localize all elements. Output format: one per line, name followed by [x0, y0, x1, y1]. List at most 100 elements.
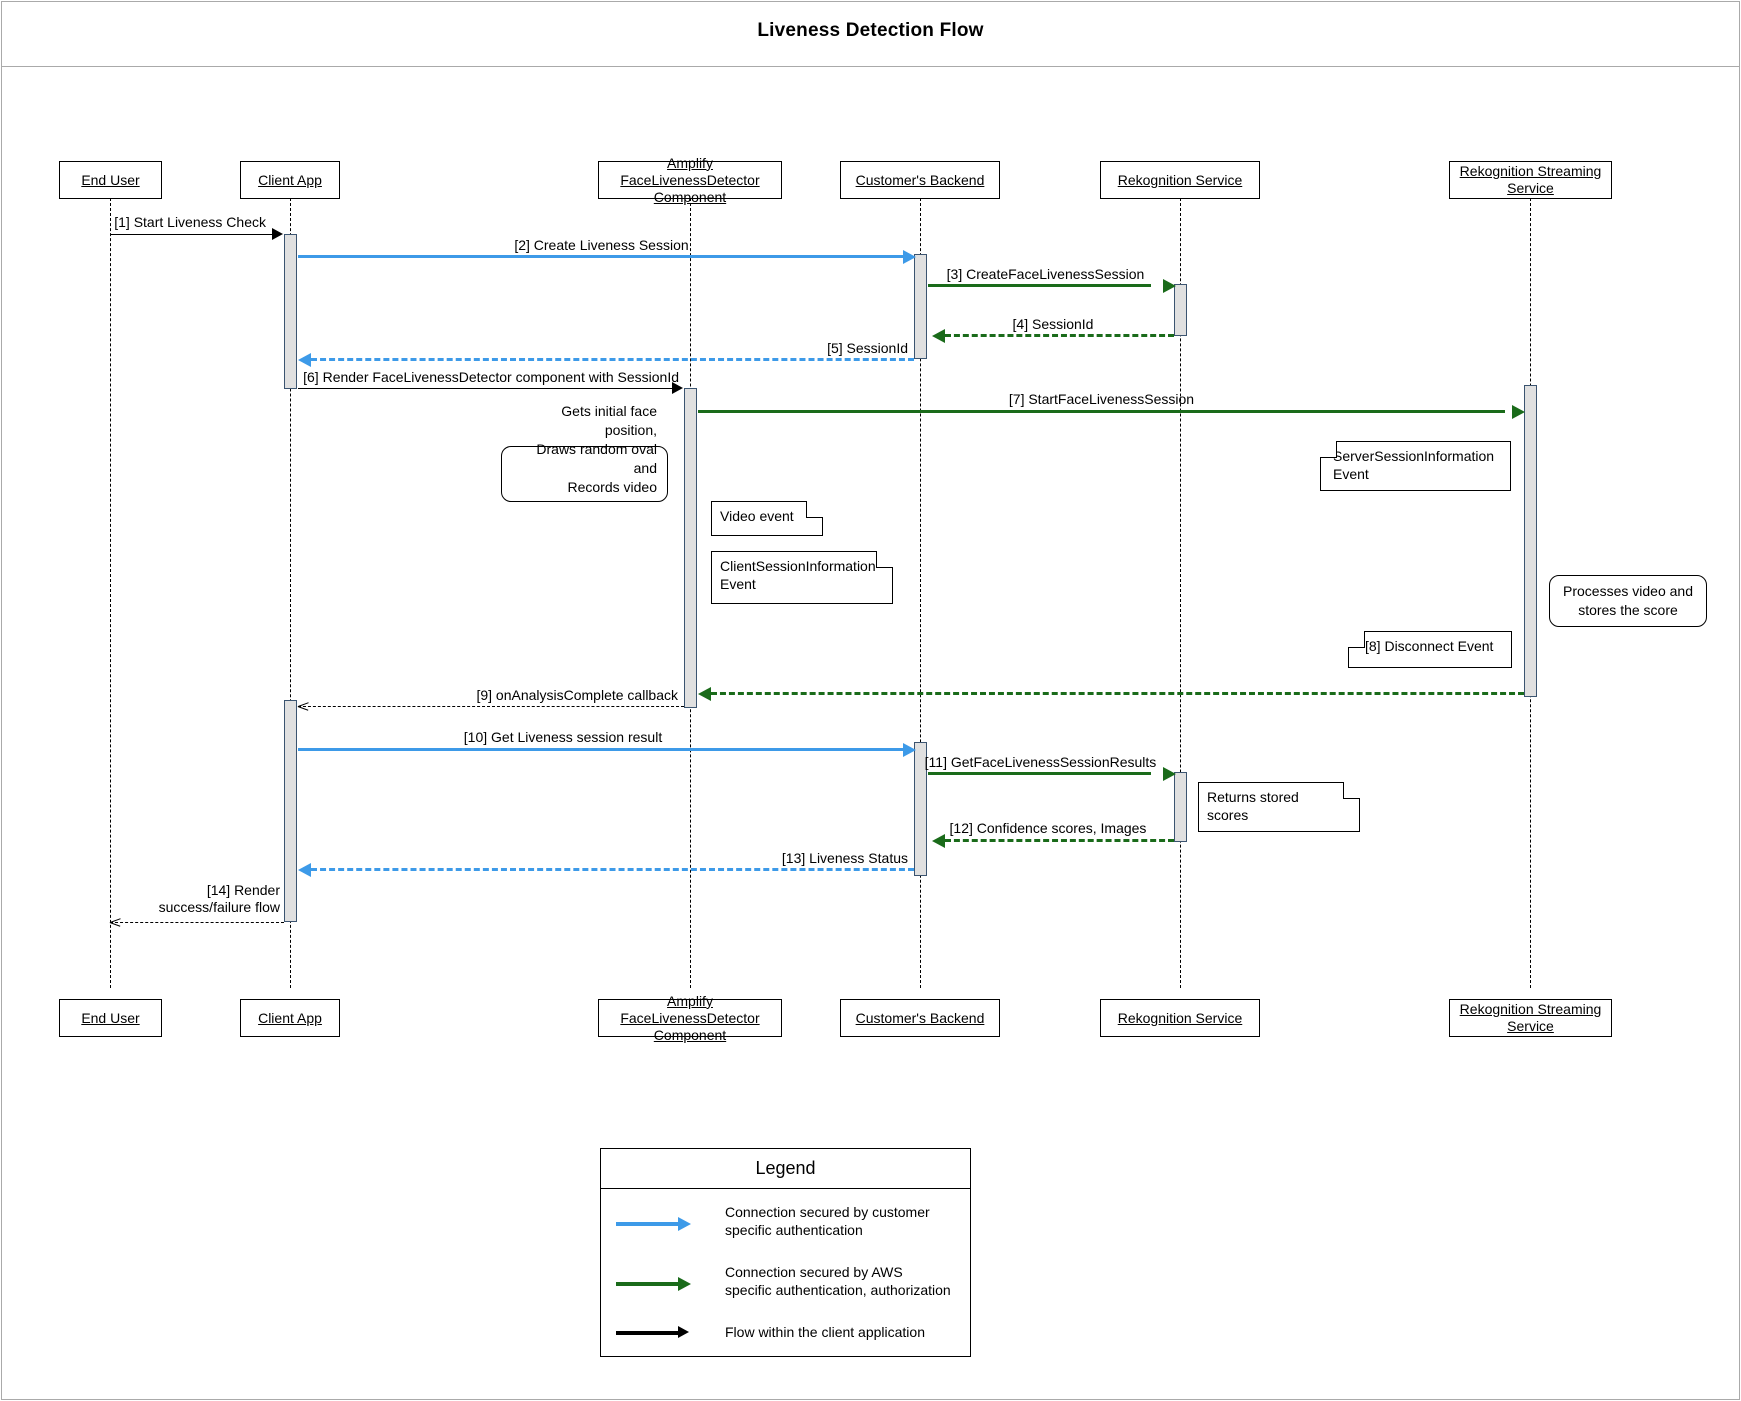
- note-fold-corner-icon-2: [876, 551, 893, 568]
- actor-foot-customers-backend[interactable]: Customer's Backend: [840, 999, 1000, 1037]
- lifeline-end-user: [110, 198, 111, 988]
- message-label-14-line1: [14] Render: [206, 882, 280, 898]
- actor-foot-label-rekognition-service: Rekognition Service: [1117, 1009, 1243, 1026]
- actor-label-end-user: End User: [81, 171, 140, 188]
- note-gets-initial-line2: Draws random oval and: [536, 441, 657, 476]
- note-processes-video-line1: Processes video and: [1563, 583, 1693, 599]
- arrowhead-4: [932, 329, 945, 343]
- activation-rekognition-service-2: [1174, 772, 1187, 842]
- note-disconnect-event: [8] Disconnect Event: [1348, 631, 1512, 668]
- message-label-14-line2: success/failure flow: [158, 899, 280, 915]
- note-client-session-information-event: ClientSessionInformation Event: [711, 551, 893, 604]
- message-line-7: [698, 410, 1505, 413]
- note-gets-initial-line3: Records video: [567, 479, 658, 495]
- legend-arrow-green: [616, 1282, 679, 1286]
- actor-label-streaming-line1: Rekognition Streaming: [1459, 163, 1602, 179]
- actor-foot-end-user[interactable]: End User: [59, 999, 162, 1037]
- activation-amplify-component: [684, 388, 697, 708]
- lifeline-client-app: [290, 198, 291, 988]
- note-gets-initial-face-position: Gets initial face position, Draws random…: [501, 403, 668, 502]
- actor-head-rekognition-service[interactable]: Rekognition Service: [1100, 161, 1260, 199]
- actor-foot-rekognition-service[interactable]: Rekognition Service: [1100, 999, 1260, 1037]
- note-fold-corner-icon-3: [1320, 441, 1337, 458]
- actor-label-streaming-line2: Service: [1507, 180, 1554, 196]
- message-label-10: [10] Get Liveness session result: [463, 729, 663, 745]
- note-gets-initial-line1: Gets initial face position,: [561, 403, 657, 438]
- note-server-session-line2: Event: [1333, 466, 1369, 482]
- arrowhead-5: [298, 353, 311, 367]
- lifeline-rekognition-service: [1180, 198, 1181, 988]
- actor-head-client-app[interactable]: Client App: [240, 161, 340, 199]
- message-line-12: [945, 839, 1174, 842]
- legend-blue-line1: Connection secured by customer: [725, 1204, 930, 1220]
- actor-foot-amplify-component[interactable]: Amplify FaceLivenessDetector Component: [598, 993, 782, 1043]
- message-line-11: [928, 772, 1151, 775]
- lifeline-customers-backend: [920, 198, 921, 988]
- actor-foot-label-streaming-line2: Service: [1507, 1018, 1554, 1034]
- note-server-session-information-event: ServerSessionInformation Event: [1320, 441, 1511, 491]
- actor-label-customers-backend: Customer's Backend: [855, 171, 985, 188]
- arrowhead-11: [1163, 767, 1176, 781]
- actor-foot-label-client-app: Client App: [258, 1009, 322, 1026]
- message-label-6: [6] Render FaceLivenessDetector componen…: [303, 369, 679, 385]
- note-disconnect-event-text: [8] Disconnect Event: [1365, 638, 1494, 654]
- message-line-2: [298, 255, 905, 258]
- actor-foot-label-amplify-line1: Amplify FaceLivenessDetector: [620, 992, 760, 1026]
- actor-head-customers-backend[interactable]: Customer's Backend: [840, 161, 1000, 199]
- activation-customers-backend-2: [914, 742, 927, 876]
- note-fold-corner-icon-5: [1343, 782, 1360, 799]
- note-server-session-line1: ServerSessionInformation: [1333, 448, 1495, 464]
- legend-label-blue: Connection secured by customer specific …: [725, 1203, 965, 1239]
- message-line-1: [110, 234, 273, 235]
- message-label-1: [1] Start Liveness Check: [114, 214, 266, 230]
- arrowhead-13: [298, 863, 311, 877]
- actor-foot-label-end-user: End User: [81, 1009, 140, 1026]
- actor-head-end-user[interactable]: End User: [59, 161, 162, 199]
- message-label-9: [9] onAnalysisComplete callback: [476, 687, 678, 703]
- arrowhead-12: [932, 834, 945, 848]
- note-client-session-line1: ClientSessionInformation: [720, 558, 876, 574]
- note-fold-corner-icon: [806, 501, 823, 518]
- note-returns-stored-scores: Returns stored scores: [1198, 782, 1360, 832]
- arrowhead-streaming-return: [698, 687, 711, 701]
- legend-title: Legend: [601, 1149, 970, 1189]
- legend-arrowhead-green: [678, 1277, 691, 1291]
- activation-client-app: [284, 234, 297, 389]
- actor-head-rekognition-streaming[interactable]: Rekognition Streaming Service: [1449, 161, 1612, 199]
- message-label-13: [13] Liveness Status: [781, 850, 908, 866]
- legend-green-line2: specific authentication, authorization: [725, 1282, 951, 1298]
- legend: Legend: [600, 1148, 971, 1357]
- legend-arrow-blue: [616, 1222, 679, 1226]
- arrowhead-7: [1512, 405, 1525, 419]
- actor-foot-rekognition-streaming[interactable]: Rekognition Streaming Service: [1449, 999, 1612, 1037]
- message-line-14: [110, 922, 284, 923]
- message-line-10: [298, 748, 905, 751]
- note-video-event: Video event: [711, 501, 823, 536]
- arrowhead-10: [903, 743, 916, 757]
- note-video-event-text: Video event: [720, 508, 794, 524]
- note-processes-video: Processes video and stores the score: [1549, 575, 1707, 627]
- message-label-12: [12] Confidence scores, Images: [949, 820, 1147, 836]
- legend-blue-line2: specific authentication: [725, 1222, 863, 1238]
- actor-head-amplify-component[interactable]: Amplify FaceLivenessDetector Component: [598, 155, 782, 205]
- message-label-4: [4] SessionId: [1012, 316, 1094, 332]
- actor-foot-label-amplify-line2: Component: [653, 1026, 727, 1043]
- legend-arrowhead-black: [678, 1326, 689, 1338]
- message-line-3: [928, 284, 1151, 287]
- activation-customers-backend-1: [914, 254, 927, 359]
- message-line-streaming-return: [711, 692, 1524, 695]
- arrowhead-2: [903, 250, 916, 264]
- note-fold-corner-icon-4: [1348, 631, 1365, 648]
- message-label-2: [2] Create Liveness Session: [514, 237, 689, 253]
- message-line-4: [945, 334, 1174, 337]
- note-returns-stored-line2: scores: [1207, 807, 1249, 823]
- arrowhead-1: [272, 228, 283, 240]
- note-processes-video-line2: stores the score: [1578, 602, 1678, 618]
- actor-label-amplify-line2: Component: [653, 188, 727, 205]
- message-line-6: [298, 388, 673, 389]
- legend-arrowhead-blue: [678, 1217, 691, 1231]
- activation-client-app-2: [284, 700, 297, 922]
- legend-green-line1: Connection secured by AWS: [725, 1264, 903, 1280]
- actor-foot-client-app[interactable]: Client App: [240, 999, 340, 1037]
